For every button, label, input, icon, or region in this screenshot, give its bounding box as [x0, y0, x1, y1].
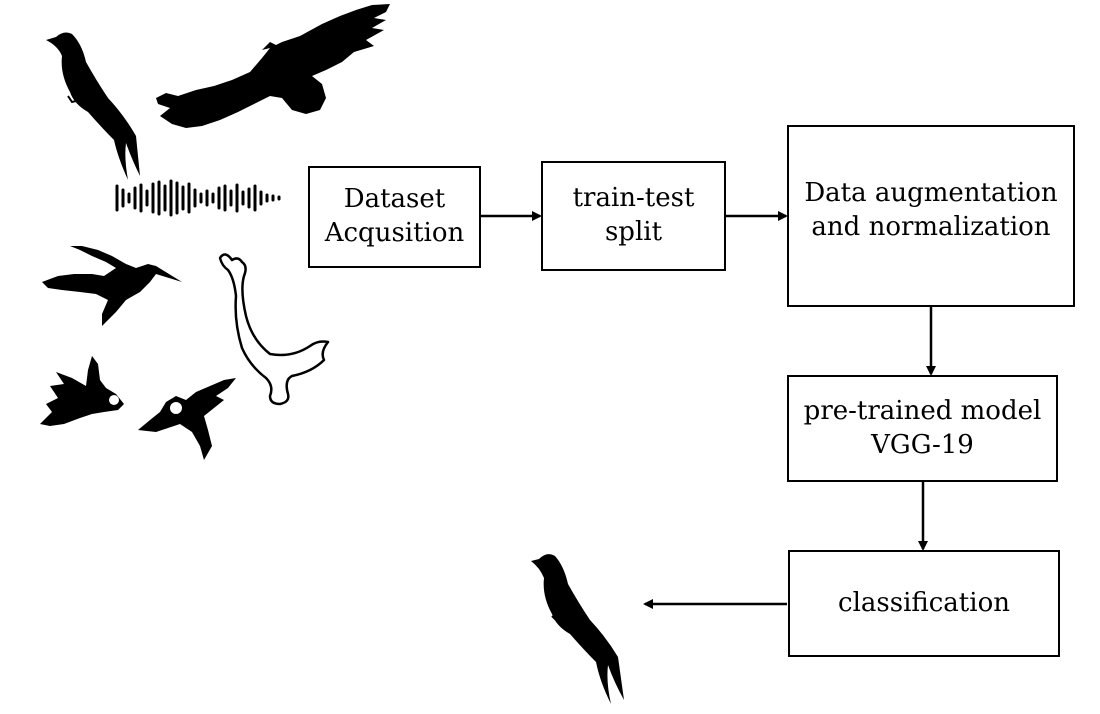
train-test-split-line2: split	[604, 217, 663, 247]
dataset-acquisition-line1: Dataset	[343, 184, 446, 215]
data-augmentation-line1: Data augmentation	[804, 178, 1058, 208]
pretrained-model-line1: pre-trained model	[803, 395, 1042, 426]
classification-label: classification	[838, 587, 1010, 618]
sparrow-icon	[40, 356, 124, 426]
eagle-icon	[156, 4, 390, 128]
goose-outline-icon	[218, 253, 330, 406]
sound-wave-icon	[115, 179, 281, 217]
dataset-acquisition-line2: Acqusition	[324, 218, 465, 248]
hummingbird-icon	[42, 246, 182, 326]
train-test-split-box: train-test split	[541, 161, 726, 271]
swallow-icon	[46, 32, 140, 180]
train-test-split-line1: train-test	[572, 183, 695, 214]
magpie-icon	[138, 378, 236, 460]
data-augmentation-line2: and normalization	[811, 211, 1051, 242]
pretrained-model-line2: VGG-19	[871, 429, 974, 460]
swallow-output-icon	[531, 554, 624, 704]
data-augmentation-box: Data augmentation and normalization	[787, 125, 1075, 307]
pretrained-model-box: pre-trained model VGG-19	[787, 375, 1058, 482]
classification-box: classification	[788, 550, 1060, 657]
dataset-acquisition-box: Dataset Acqusition	[308, 166, 481, 268]
